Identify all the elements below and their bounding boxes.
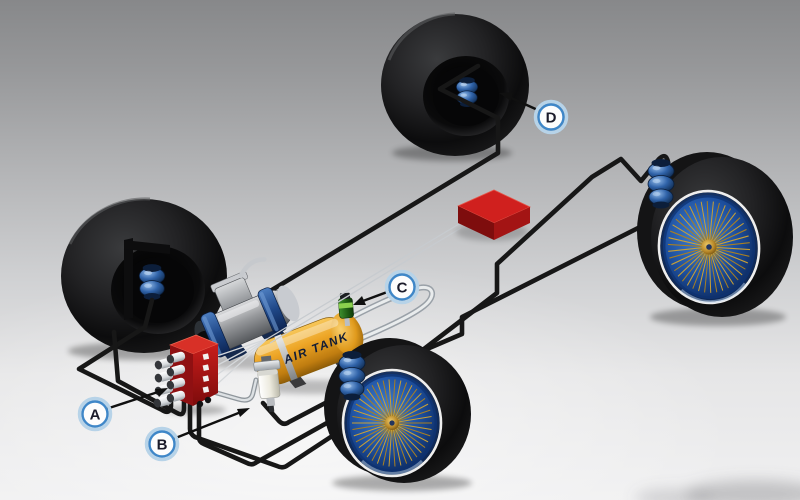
air-line-front-right [193, 63, 501, 339]
callouts: A B C D [77, 92, 569, 462]
label-c: C [397, 280, 408, 297]
callout-b: B [144, 408, 250, 462]
air-spring-right [647, 158, 675, 209]
callout-c: C [353, 269, 420, 305]
air-tank: AIR TANK [254, 312, 364, 389]
callout-d: D [499, 92, 569, 135]
label-d: D [546, 110, 557, 127]
air-line-front-left-outer [76, 297, 174, 415]
wiring-harness [213, 223, 462, 388]
background-smudge [635, 480, 800, 500]
manifold-pin-connectors [202, 353, 210, 393]
label-a: A [90, 407, 101, 424]
wire-spokes [667, 201, 751, 293]
wheel-right [637, 152, 793, 317]
pressure-sensor [338, 292, 354, 327]
arrowhead-a [155, 388, 168, 397]
air-line-front-left-inner [111, 329, 187, 417]
air-spring-left [138, 263, 166, 301]
suspension-bracket-left [124, 238, 170, 320]
silver-connector-line [207, 377, 259, 403]
label-b: B [157, 437, 168, 454]
wheel-bottom [324, 338, 471, 483]
air-spring-bottom [338, 350, 366, 401]
arrowhead-c [353, 296, 366, 305]
air-line-rear-run-2 [196, 393, 337, 467]
wheel-top [381, 12, 529, 156]
wire-spokes [352, 379, 432, 467]
arrowhead-d [499, 92, 513, 101]
arrowhead-b [237, 408, 250, 417]
air-line-dryer-run [260, 397, 334, 427]
callout-a: A [77, 388, 168, 432]
air-dryer [253, 355, 281, 413]
ecu-module [456, 189, 531, 241]
